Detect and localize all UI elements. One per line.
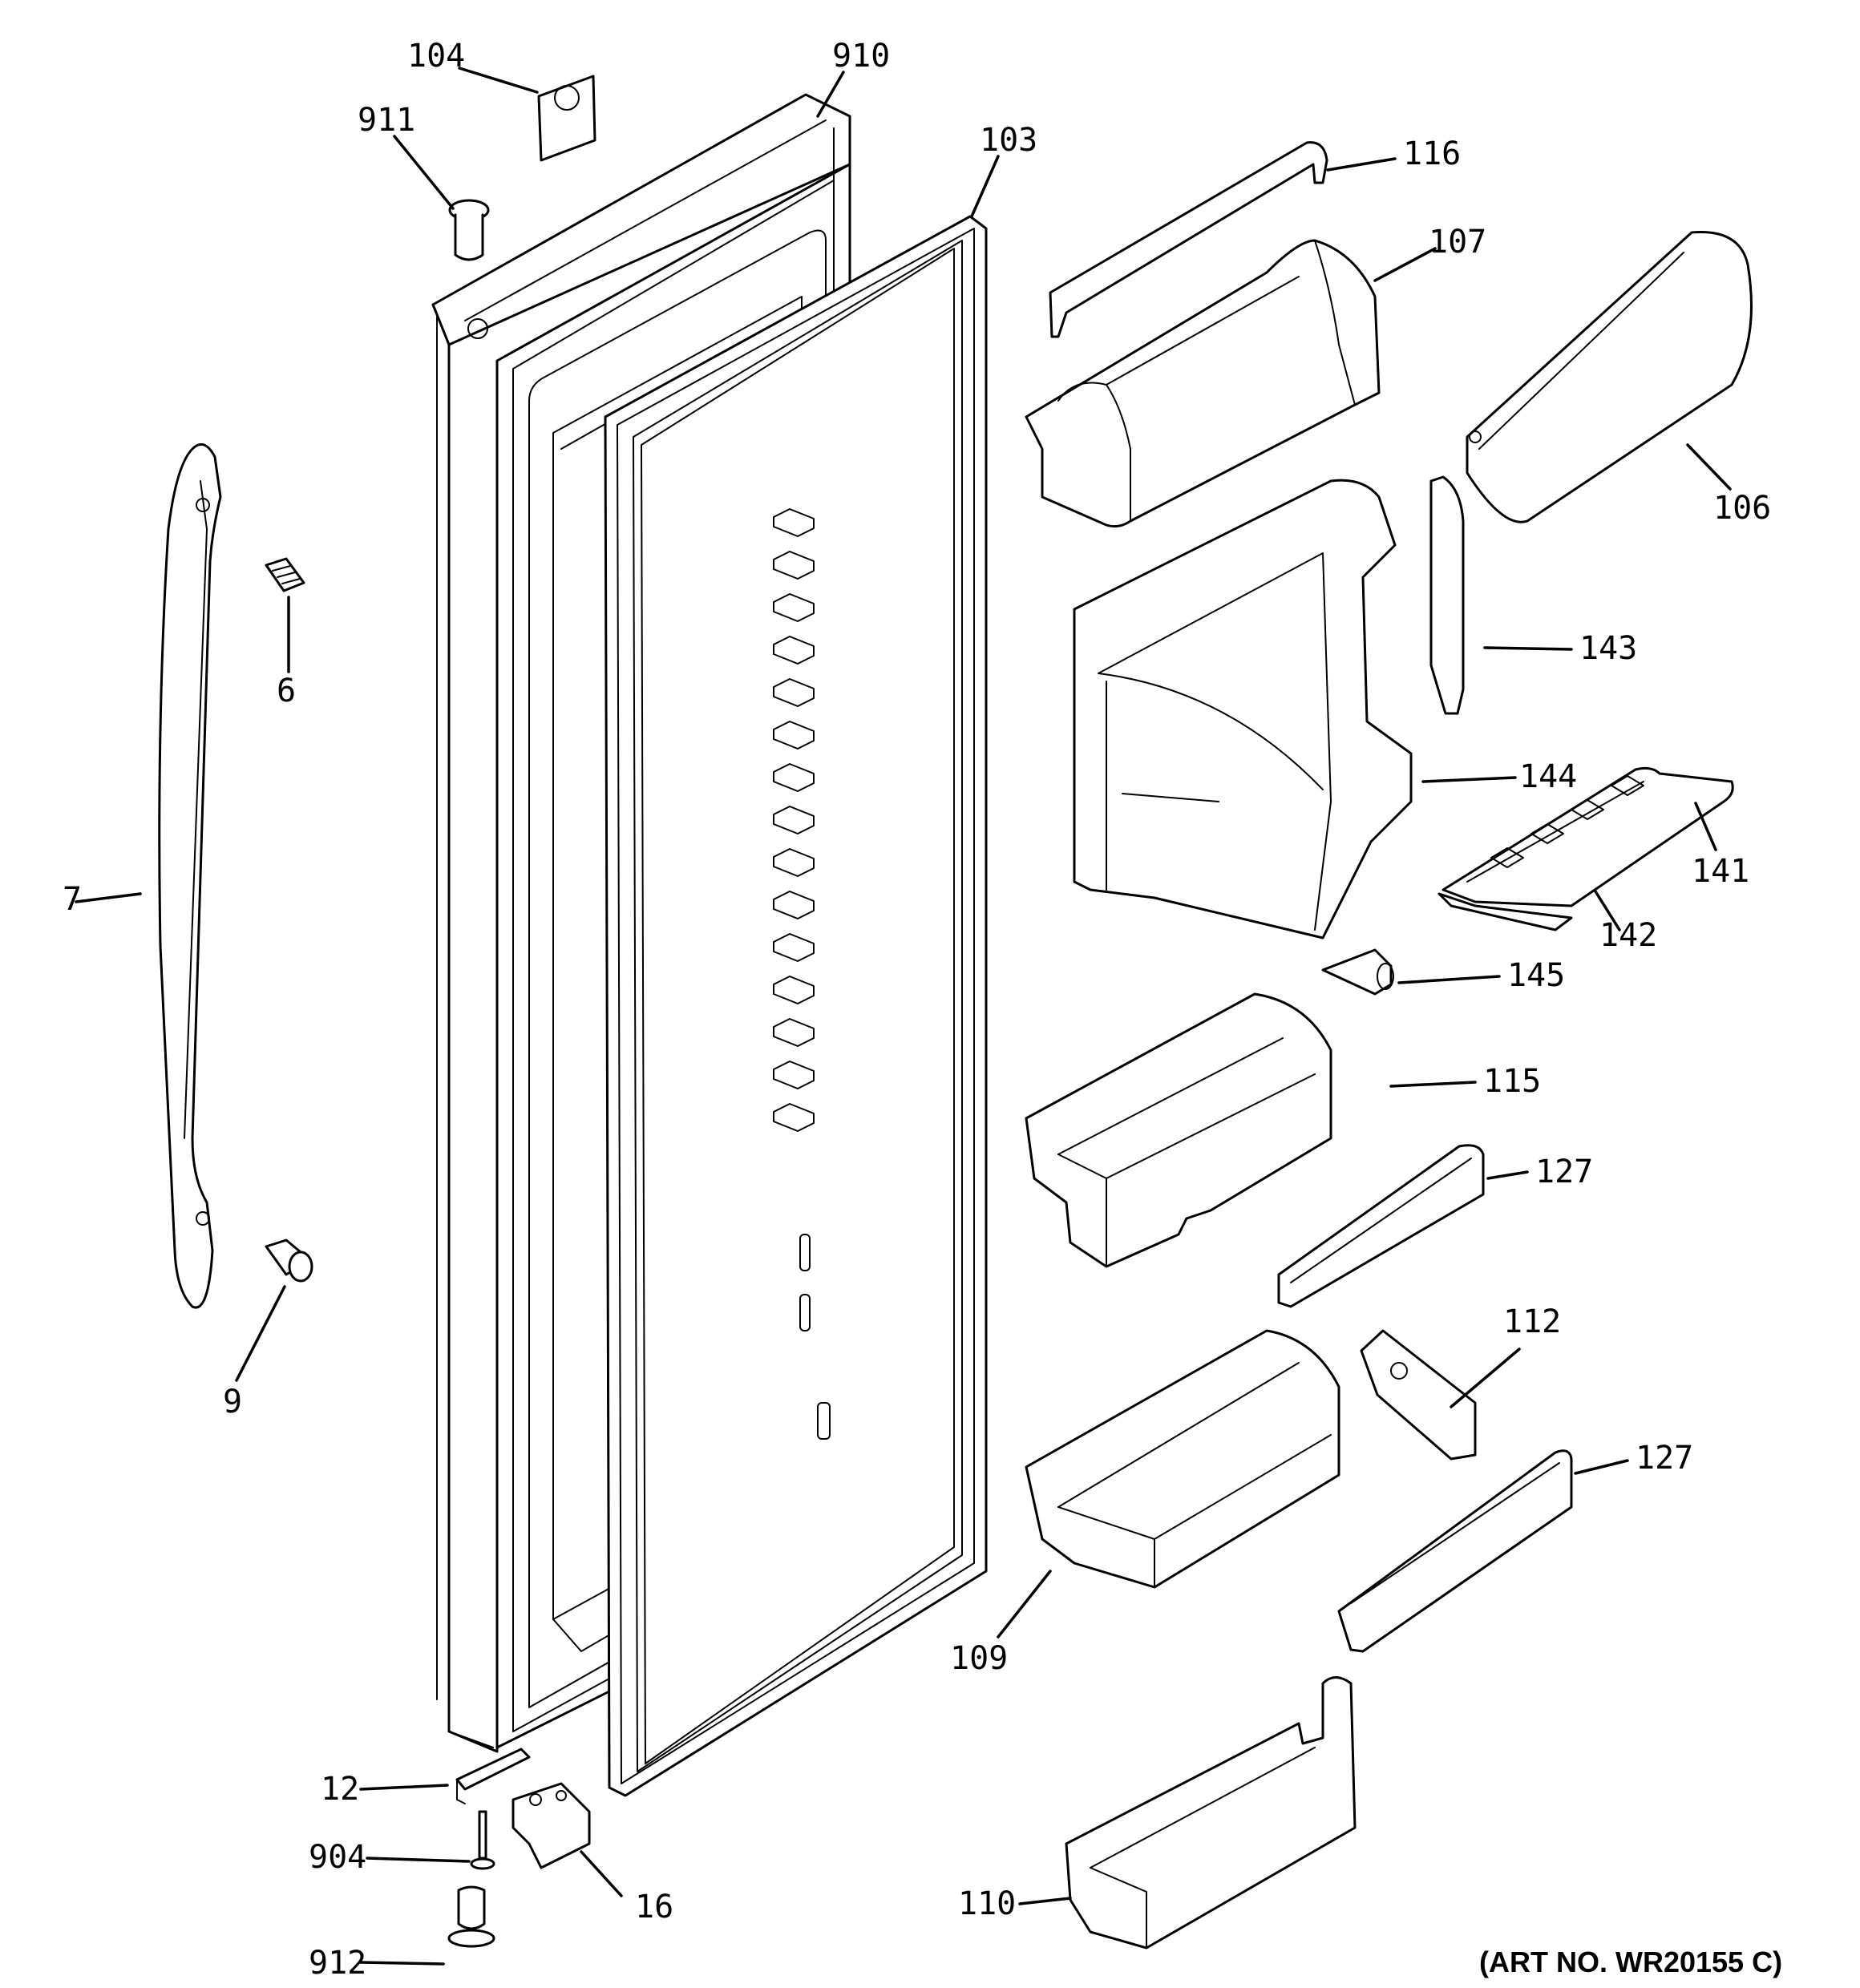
door-bin-upper-part bbox=[1025, 992, 1332, 1268]
callout-115: 115 bbox=[1483, 1063, 1541, 1100]
art-number: (ART NO. WR20155 C) bbox=[1479, 1946, 1782, 1978]
callout-7: 7 bbox=[63, 881, 82, 918]
callout-12: 12 bbox=[321, 1771, 359, 1808]
door-bin-middle-part bbox=[1025, 1329, 1340, 1589]
callout-6: 6 bbox=[277, 673, 296, 709]
handle-screw-top-part bbox=[265, 557, 305, 592]
callout-912: 912 bbox=[309, 1945, 366, 1982]
bin-front-lower-part bbox=[1337, 1449, 1573, 1653]
callout-143: 143 bbox=[1579, 630, 1637, 667]
bin-divider-part bbox=[1360, 1329, 1477, 1461]
callout-labels: 104 910 911 103 116 107 106 6 143 144 7 … bbox=[63, 38, 1771, 1982]
shelf-supports bbox=[773, 508, 815, 1132]
egg-tray-part bbox=[1442, 766, 1734, 907]
callout-103: 103 bbox=[980, 122, 1037, 159]
callout-110: 110 bbox=[958, 1885, 1016, 1922]
callout-911: 911 bbox=[358, 102, 415, 139]
bin-rail-part bbox=[1049, 141, 1328, 338]
callout-116: 116 bbox=[1403, 135, 1461, 172]
callout-16: 16 bbox=[635, 1889, 673, 1925]
callout-127-upper: 127 bbox=[1535, 1154, 1593, 1190]
callout-9: 9 bbox=[223, 1384, 242, 1420]
door-bin-lower-part bbox=[1065, 1676, 1357, 1950]
callout-144: 144 bbox=[1519, 758, 1577, 795]
hinge-bracket-part bbox=[512, 1782, 591, 1869]
dairy-bin-part bbox=[1025, 239, 1381, 528]
leader-lines bbox=[75, 67, 1732, 1966]
callout-904: 904 bbox=[309, 1839, 366, 1876]
badge-part bbox=[537, 75, 596, 162]
hinge-bushing-top-part bbox=[448, 199, 490, 261]
hinge-bushing-bottom-part bbox=[447, 1885, 495, 1948]
hinge-screw-part bbox=[470, 1810, 495, 1870]
dairy-bin-door-part bbox=[1466, 231, 1753, 523]
callout-142: 142 bbox=[1599, 917, 1657, 954]
hinge-plate-part bbox=[455, 1748, 531, 1804]
door-handle-part bbox=[158, 442, 222, 1309]
callout-104: 104 bbox=[407, 38, 465, 75]
callout-107: 107 bbox=[1429, 224, 1486, 261]
callout-145: 145 bbox=[1507, 957, 1565, 994]
door-gasket-part bbox=[604, 215, 988, 1797]
callout-109: 109 bbox=[950, 1640, 1008, 1677]
dispenser-bin-part bbox=[1073, 479, 1413, 939]
callout-910: 910 bbox=[832, 38, 890, 75]
callout-127-lower: 127 bbox=[1636, 1440, 1693, 1477]
dispenser-insert-part bbox=[1429, 475, 1465, 715]
bin-front-upper-part bbox=[1277, 1144, 1485, 1308]
egg-tray-lower-part bbox=[1437, 892, 1573, 931]
callout-112: 112 bbox=[1503, 1303, 1561, 1340]
callout-106: 106 bbox=[1713, 490, 1771, 527]
callout-141: 141 bbox=[1692, 853, 1749, 890]
handle-screw-bottom-part bbox=[265, 1238, 313, 1283]
cap-part bbox=[1321, 948, 1394, 996]
